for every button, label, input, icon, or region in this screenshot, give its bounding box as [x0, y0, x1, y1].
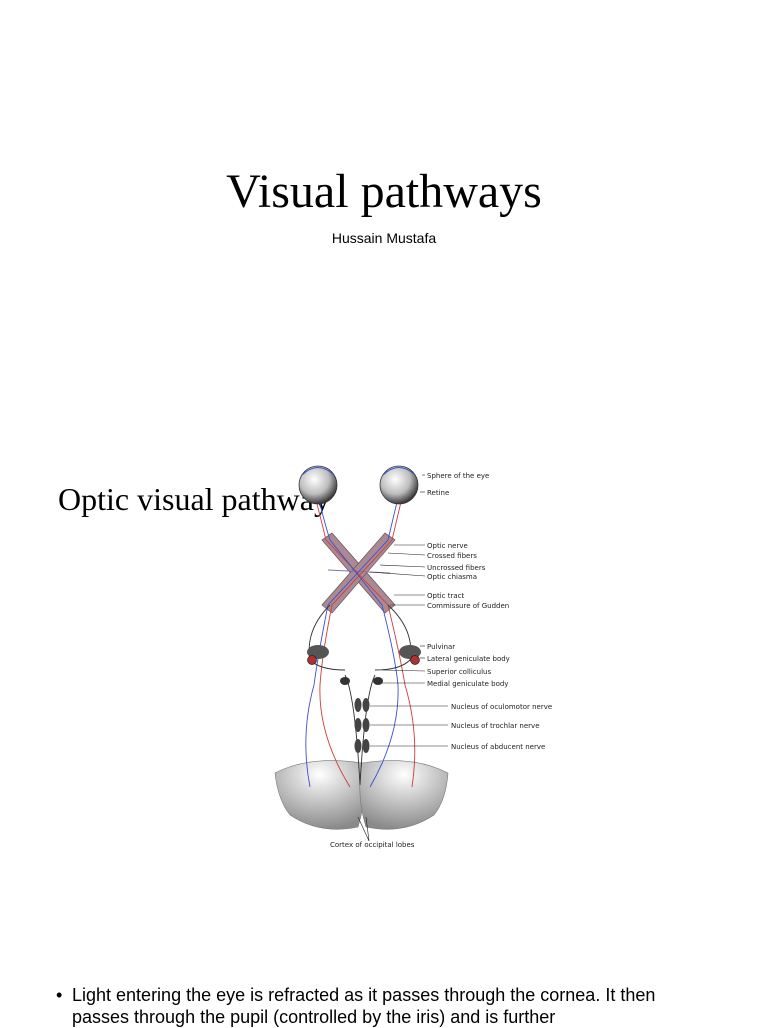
- right-eye: [379, 465, 419, 505]
- diagram-label: Crossed fibers: [427, 552, 477, 560]
- diagram-label: Sphere of the eye: [427, 472, 489, 480]
- bullet-item: • Light entering the eye is refracted as…: [56, 984, 696, 1028]
- slide-title: Visual pathways: [226, 165, 542, 218]
- diagram-label: Commissure of Gudden: [427, 602, 509, 610]
- diagram-label: Nucleus of trochlar nerve: [451, 722, 540, 730]
- visual-pathway-diagram: Sphere of the eye Retine Optic nerve Cro…: [274, 465, 552, 849]
- diagram-label: Lateral geniculate body: [427, 655, 510, 663]
- lateral-geniculate-body: [410, 655, 420, 665]
- diagram-label: Pulvinar: [427, 643, 455, 651]
- brainstem-nuclei: [354, 698, 370, 753]
- slide-author: Hussain Mustafa: [331, 230, 437, 246]
- diagram-label: Nucleus of oculomotor nerve: [451, 703, 552, 711]
- diagram-label: Optic nerve: [427, 542, 468, 550]
- diagram-label: Cortex of occipital lobes: [330, 841, 415, 849]
- slide-heading: Optic visual pathway: [58, 481, 330, 517]
- lateral-geniculate-body: [307, 655, 317, 665]
- diagram-label: Superior colliculus: [427, 668, 491, 676]
- diagram-label: Optic tract: [427, 592, 464, 600]
- bullet-text: Light entering the eye is refracted as i…: [72, 985, 656, 1027]
- occipital-cortex: [359, 760, 449, 830]
- left-eye: [298, 465, 338, 505]
- diagram-label: Optic chiasma: [427, 573, 477, 581]
- bullet-symbol: •: [56, 985, 63, 1005]
- occipital-cortex: [274, 760, 365, 830]
- diagram-label: Retine: [427, 489, 449, 497]
- diagram-label: Nucleus of abducent nerve: [451, 743, 545, 751]
- diagram-label: Uncrossed fibers: [427, 564, 486, 572]
- diagram-label: Medial geniculate body: [427, 680, 508, 688]
